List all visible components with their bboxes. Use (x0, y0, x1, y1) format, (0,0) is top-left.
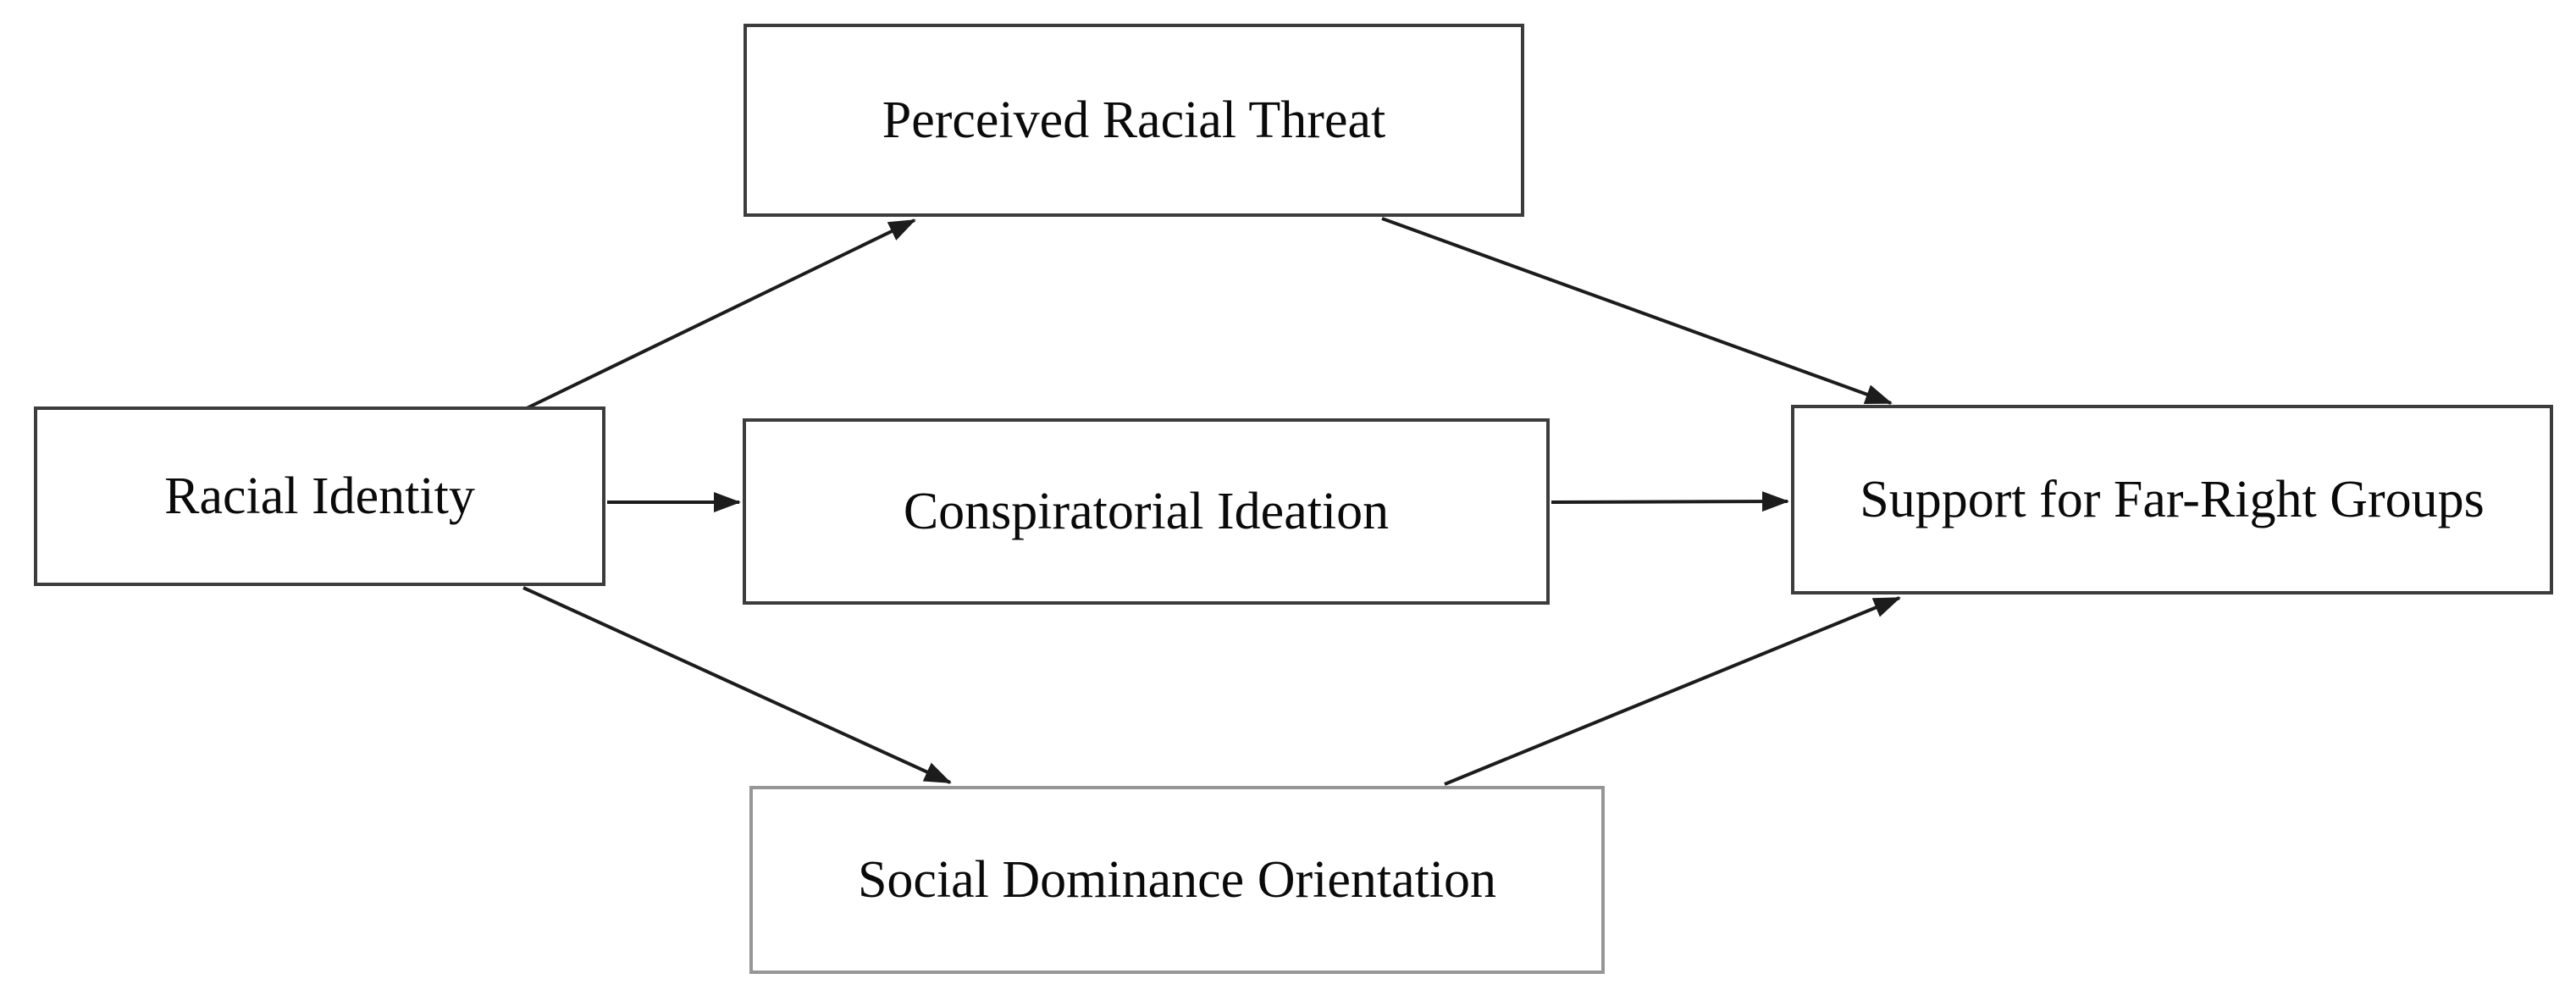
node-perceived-racial-threat-label: Perceived Racial Threat (882, 91, 1386, 149)
arrow-racial-identity-to-social-dominance-orientation (522, 586, 952, 784)
arrow-perceived-racial-threat-to-support-far-right-groups (1381, 217, 1893, 405)
node-racial-identity-label: Racial Identity (164, 467, 475, 525)
node-perceived-racial-threat: Perceived Racial Threat (744, 24, 1524, 217)
arrow-social-dominance-orientation-to-support-far-right-groups (1444, 596, 1901, 786)
node-social-dominance-orientation-label: Social Dominance Orientation (857, 850, 1497, 909)
node-conspiratorial-ideation-label: Conspiratorial Ideation (903, 482, 1390, 540)
node-conspiratorial-ideation: Conspiratorial Ideation (743, 418, 1550, 605)
node-racial-identity: Racial Identity (34, 406, 605, 586)
arrow-conspiratorial-ideation-to-support-far-right-groups (1551, 491, 1789, 512)
node-social-dominance-orientation: Social Dominance Orientation (749, 786, 1605, 974)
node-support-for-far-right-groups-label: Support for Far-Right Groups (1860, 470, 2485, 528)
arrow-racial-identity-to-perceived-racial-threat (526, 218, 916, 410)
node-support-for-far-right-groups: Support for Far-Right Groups (1791, 405, 2553, 595)
